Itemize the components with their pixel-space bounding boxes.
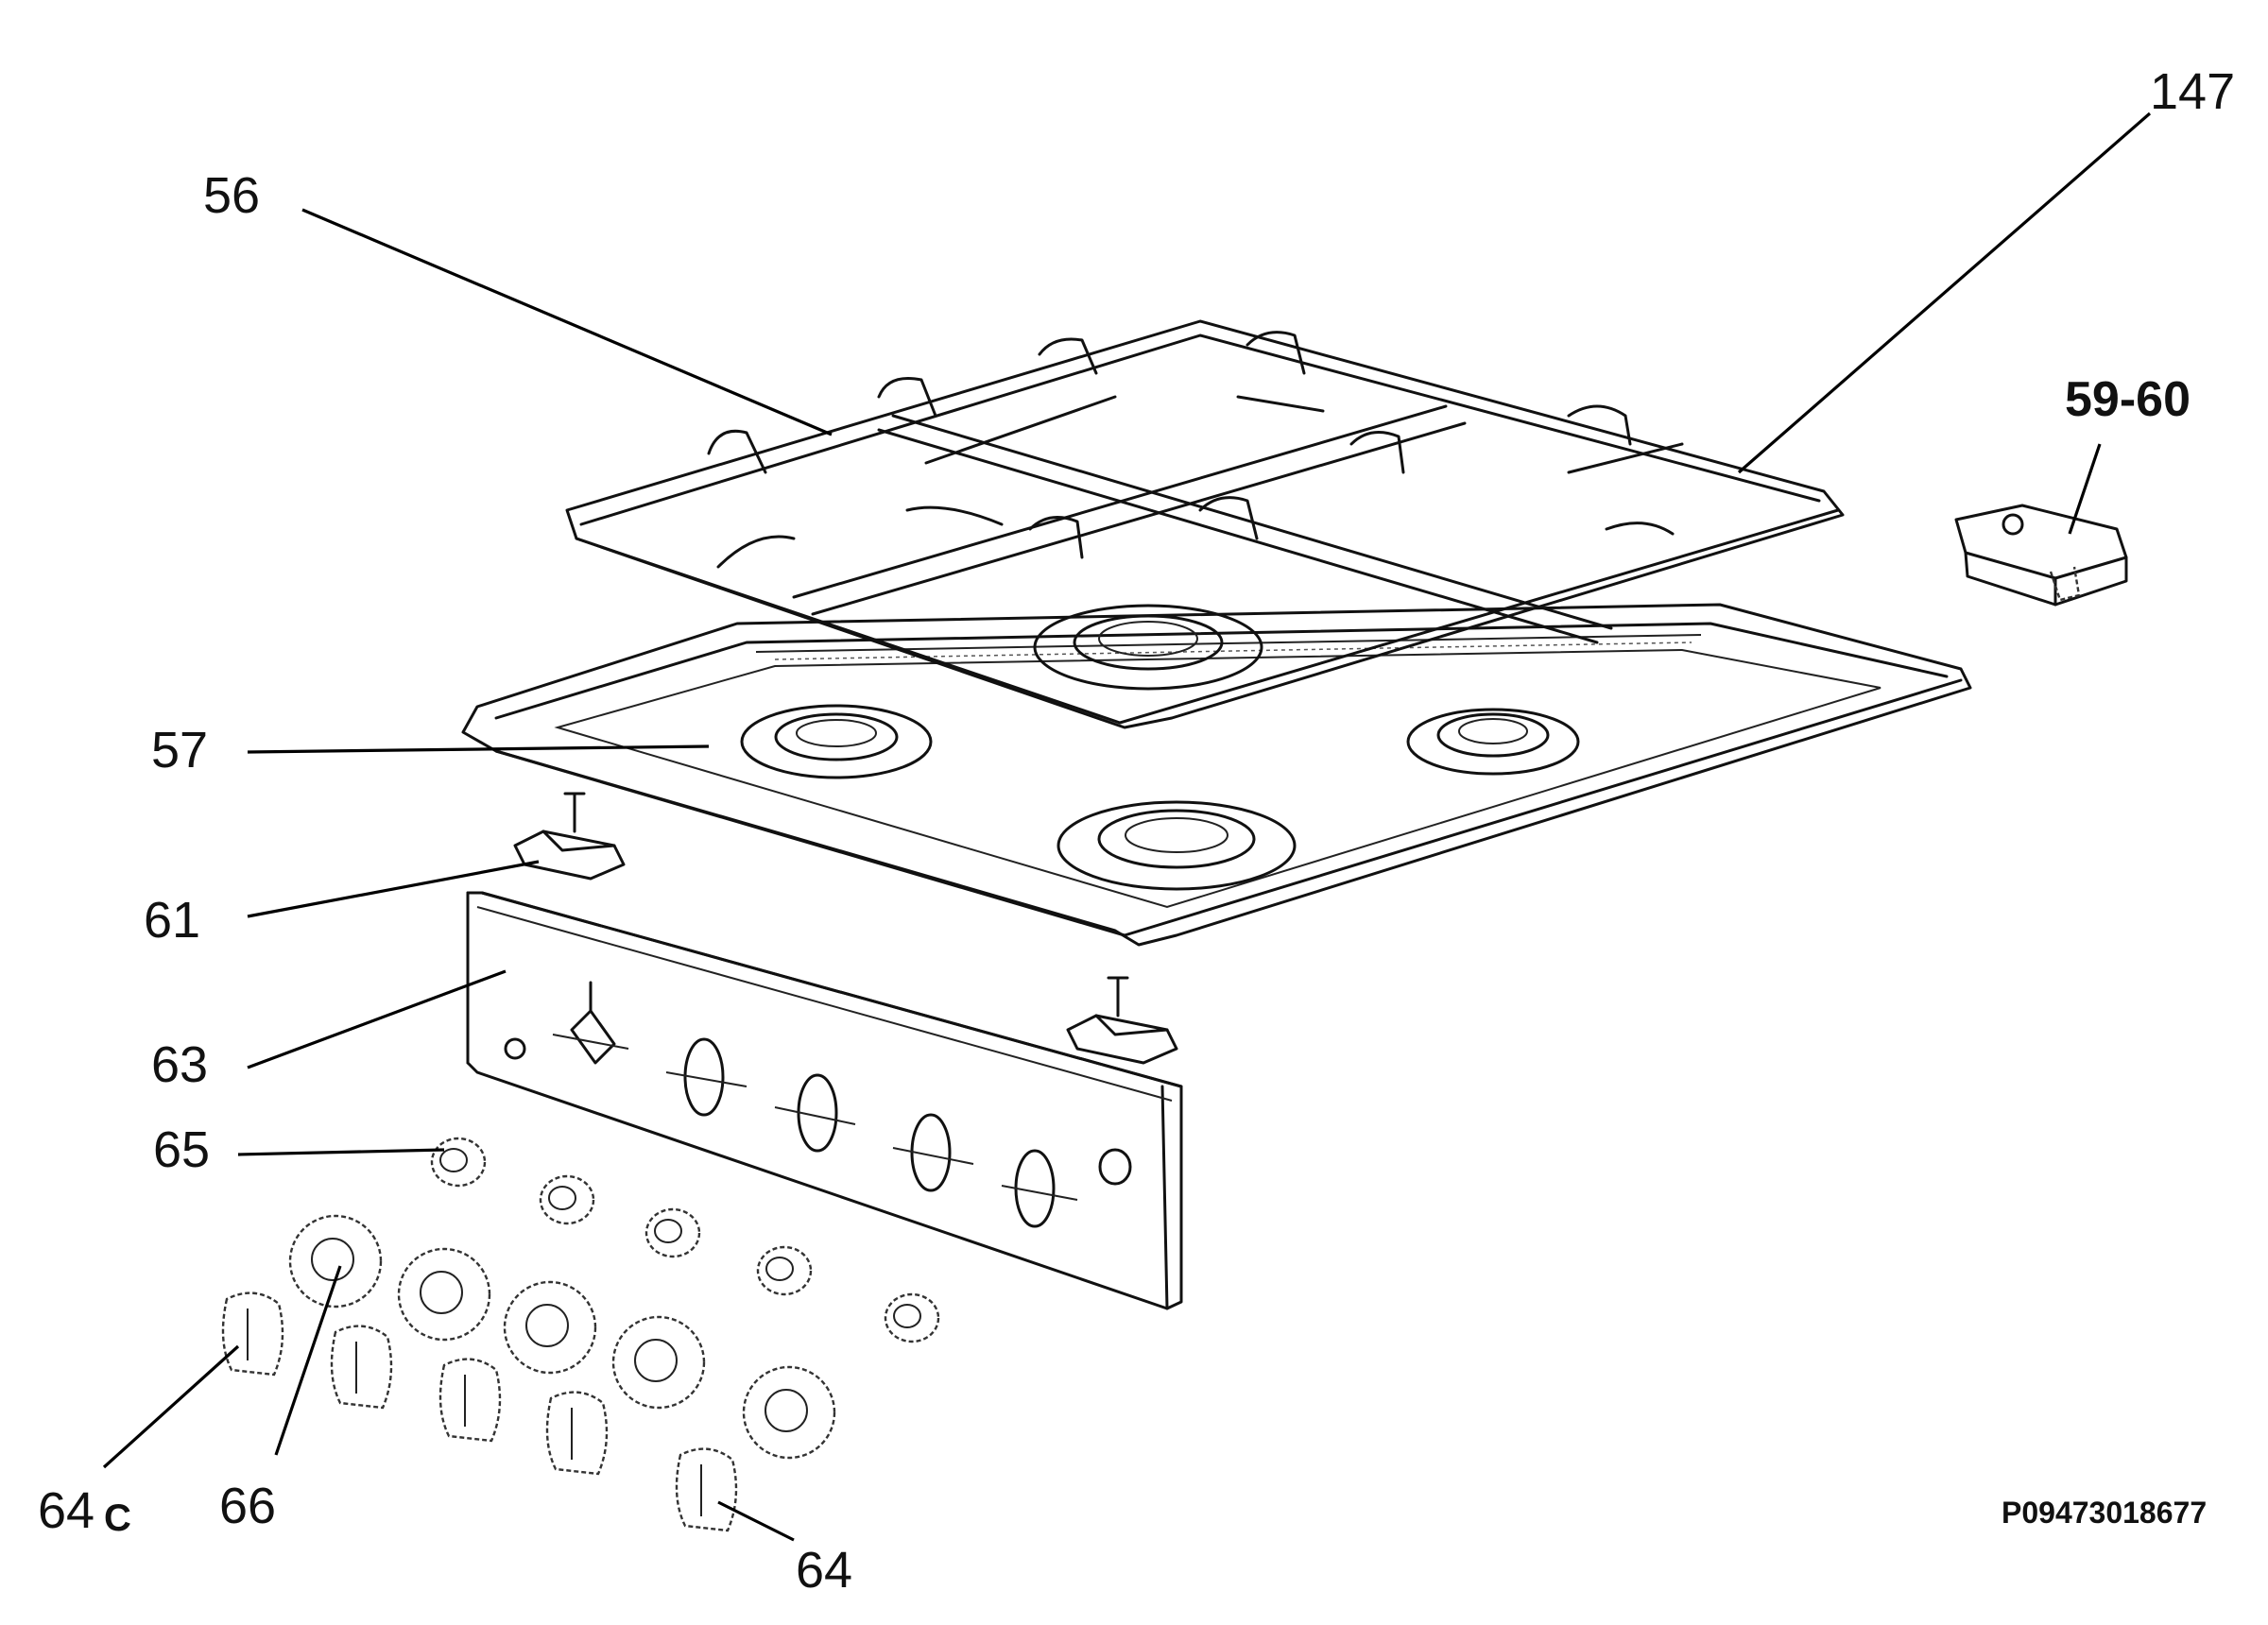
control-panel — [466, 891, 1183, 1310]
knob-64c — [221, 1291, 284, 1377]
knob-position-5 — [1001, 1149, 1078, 1228]
label-61: 61 — [144, 892, 200, 949]
knob-1 — [330, 1325, 393, 1410]
label-63: 63 — [151, 1036, 208, 1093]
burner-right — [1406, 708, 1580, 776]
spindle-adaptor-5 — [884, 1292, 940, 1343]
knob-skirt-4 — [611, 1315, 706, 1410]
label-147: 147 — [2150, 63, 2235, 120]
label-64: 64 — [796, 1542, 852, 1599]
leader-57 — [247, 744, 710, 754]
knob-3 — [545, 1391, 609, 1476]
part-labels: 56 147 59-60 57 61 63 65 64 C 66 64 P094… — [38, 63, 2235, 1599]
label-57: 57 — [151, 722, 208, 778]
valve-block — [1954, 504, 2128, 607]
hob-top-plate — [461, 603, 1972, 947]
knob-position-1 — [552, 981, 629, 1065]
pan-support-grid — [565, 319, 1845, 729]
label-64c-number: 64 — [38, 1482, 94, 1539]
label-66: 66 — [219, 1478, 276, 1534]
knob-skirt-5 — [742, 1365, 836, 1460]
leader-63 — [247, 969, 507, 1069]
panel-hole-left — [504, 1037, 526, 1060]
control-knobs-group — [221, 1137, 940, 1532]
knob-skirt-2 — [397, 1247, 491, 1342]
knob-position-4 — [892, 1113, 974, 1192]
burner-rear-center — [1033, 604, 1263, 691]
leader-65 — [237, 1148, 445, 1156]
leader-66 — [274, 1265, 342, 1456]
leader-147 — [1737, 111, 2152, 474]
bracket-left — [513, 792, 626, 881]
panel-hole-right — [1098, 1148, 1132, 1186]
knob-skirt-1 — [288, 1214, 383, 1309]
leader-64 — [717, 1500, 795, 1542]
spindle-adaptor-4 — [756, 1245, 813, 1296]
knob-position-3 — [774, 1073, 856, 1153]
knob-4 — [675, 1447, 738, 1532]
knob-position-2 — [665, 1037, 747, 1117]
leader-56 — [301, 208, 833, 436]
knob-skirt-3 — [503, 1280, 597, 1375]
label-56: 56 — [203, 167, 260, 224]
knob-2 — [438, 1358, 502, 1443]
spindle-adaptor-2 — [539, 1174, 595, 1225]
drawing-code: P09473018677 — [2002, 1496, 2207, 1530]
spindle-adaptor-3 — [644, 1207, 701, 1258]
leader-59-60 — [2068, 443, 2102, 535]
leader-61 — [247, 860, 540, 918]
label-65: 65 — [153, 1121, 210, 1178]
burner-left — [740, 704, 933, 779]
leader-64c — [102, 1344, 240, 1469]
leader-lines — [102, 111, 2152, 1542]
bracket-right — [1066, 976, 1178, 1065]
spindle-adaptor-1 — [430, 1137, 487, 1188]
label-64c-suffix: C — [104, 1497, 131, 1539]
burner-front — [1057, 800, 1297, 891]
label-59-60: 59-60 — [2065, 372, 2191, 427]
